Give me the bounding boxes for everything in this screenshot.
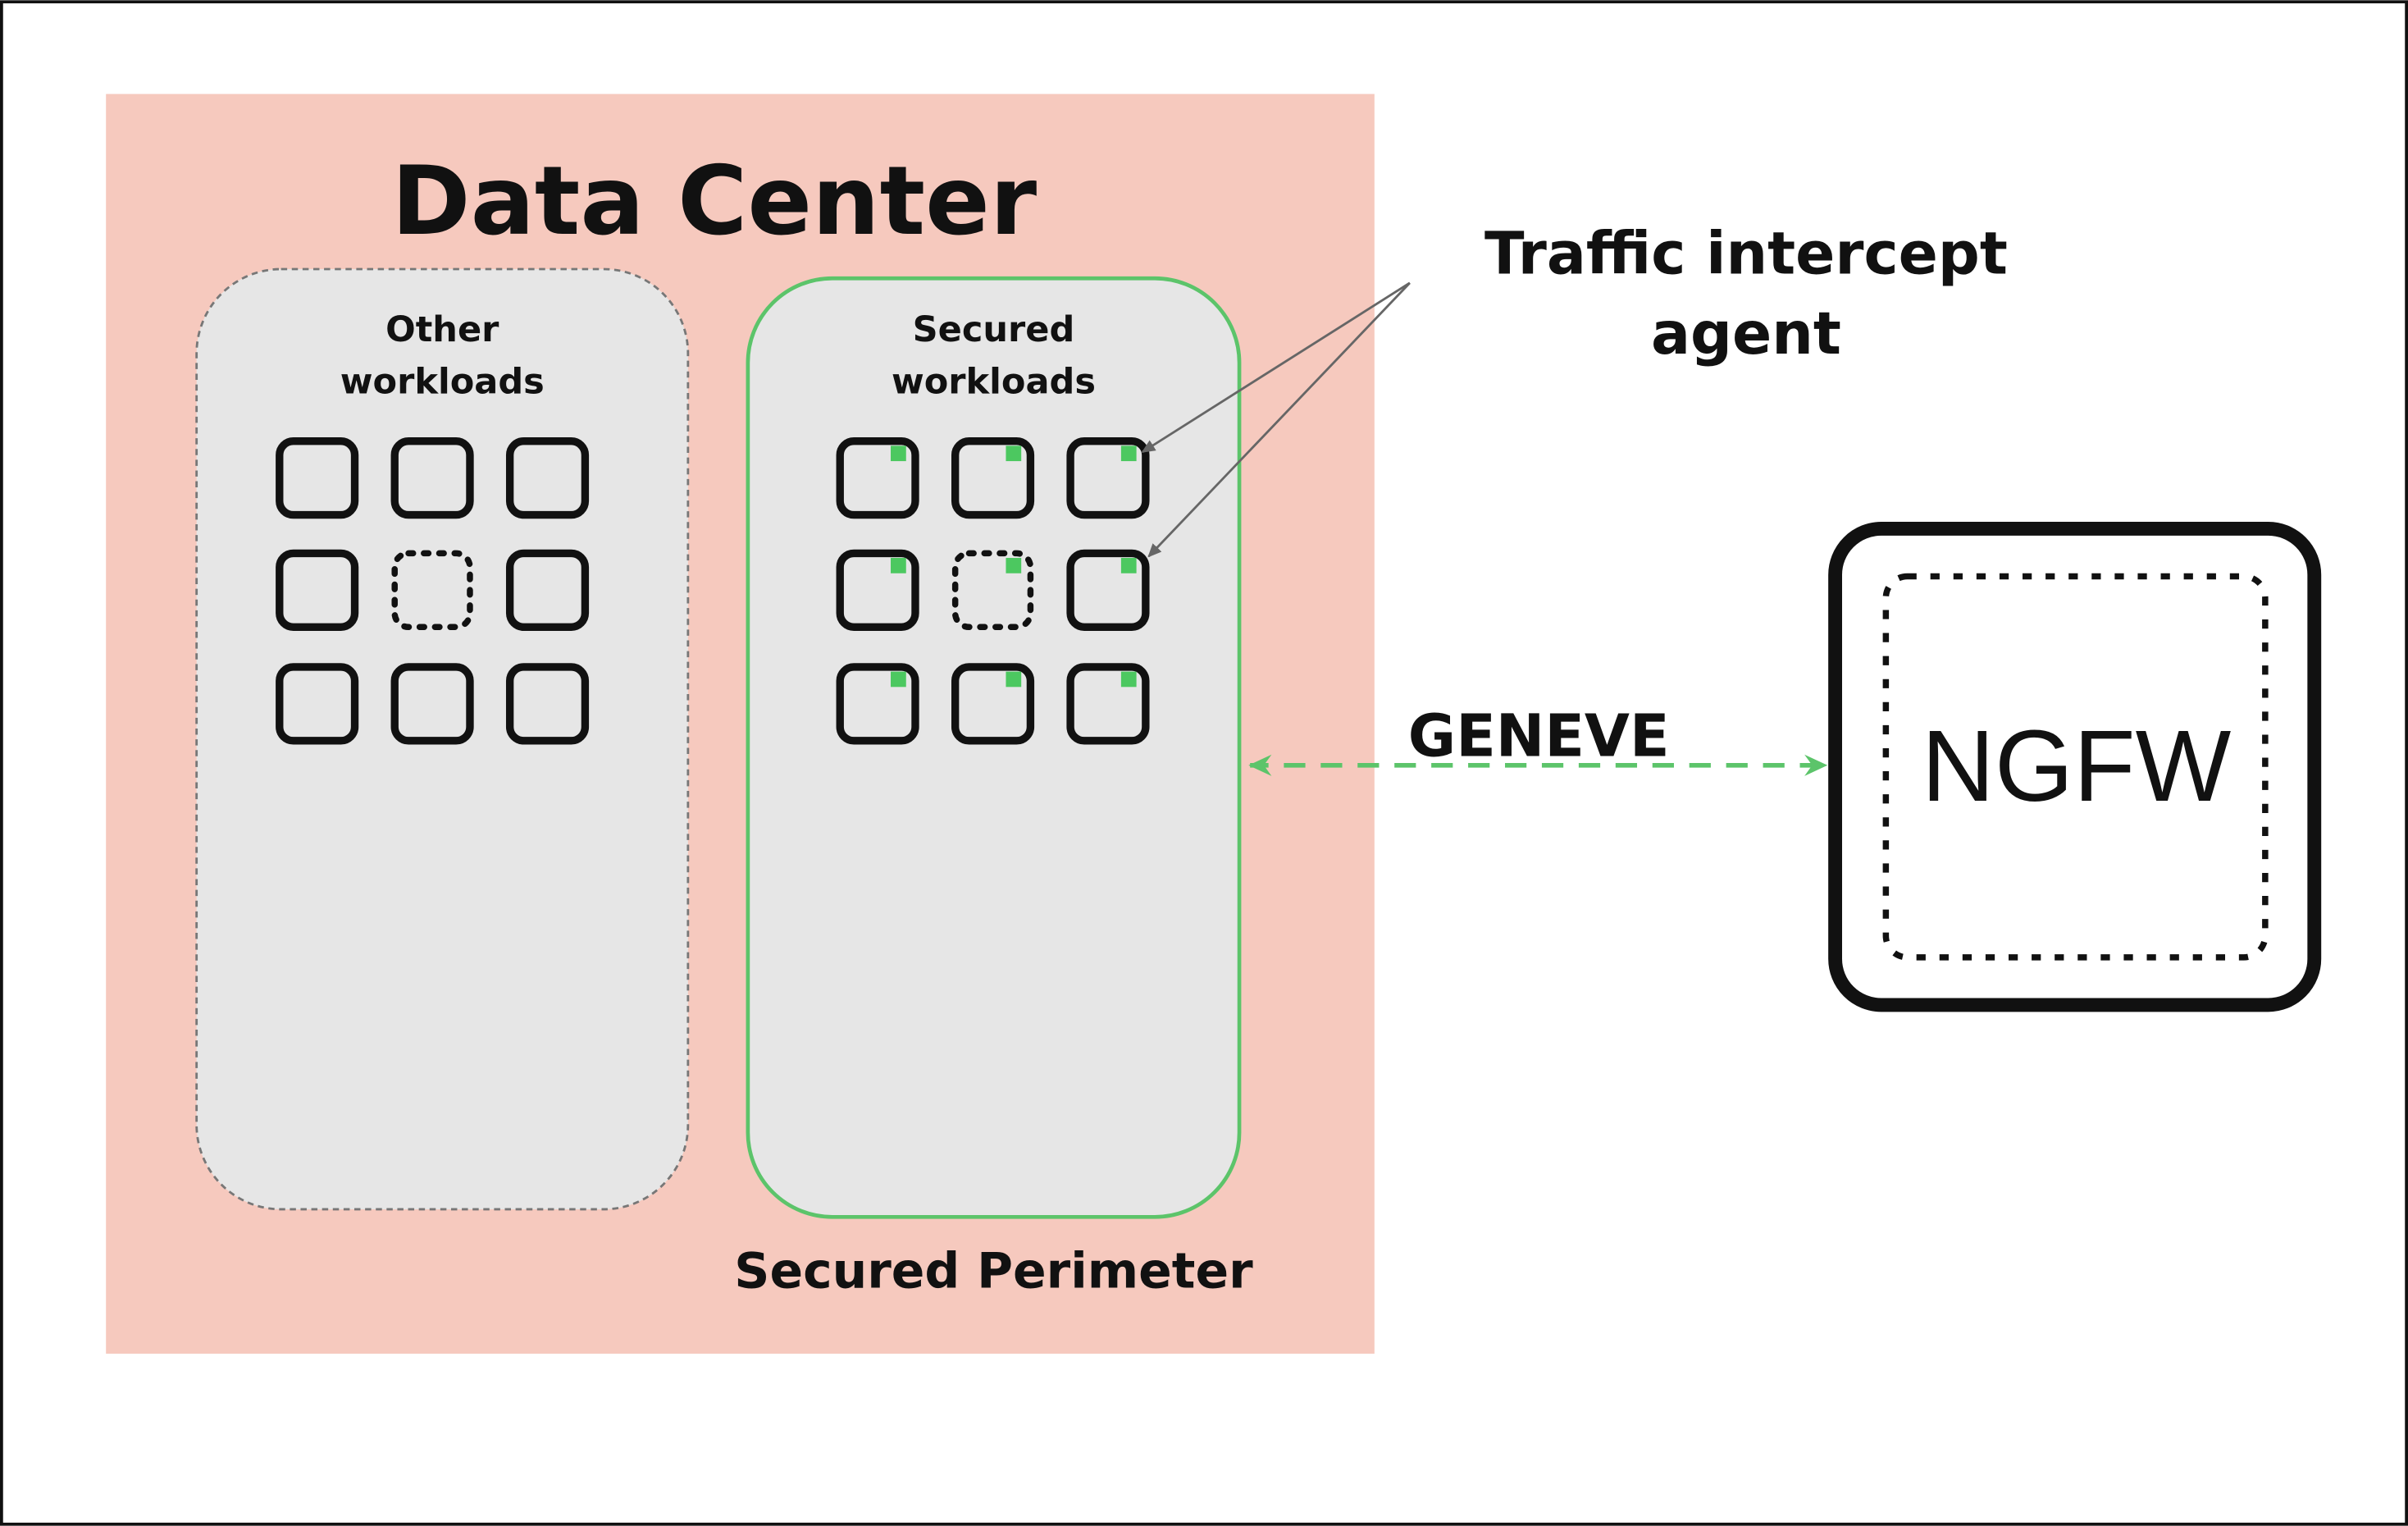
- workload: [505, 437, 590, 519]
- secured-workloads-label-line2: workloads: [892, 362, 1096, 403]
- agent-marker: [891, 558, 906, 573]
- workload: [951, 437, 1035, 519]
- secured-workloads-grid: [836, 437, 1150, 745]
- workload-inactive: [391, 550, 473, 631]
- workload: [505, 549, 590, 631]
- workload: [505, 663, 590, 745]
- secured-workloads-label-line1: Secured: [913, 309, 1075, 350]
- workload: [276, 437, 359, 519]
- other-workloads-label-line1: Other: [385, 309, 499, 350]
- workload: [1066, 549, 1150, 631]
- workload: [836, 437, 919, 519]
- agent-marker: [891, 671, 906, 688]
- workload: [951, 663, 1035, 745]
- agent-pointer-arrow-middle: [1147, 281, 1411, 558]
- ngfw-inner-dashed: [1882, 573, 2269, 961]
- agent-marker: [1120, 671, 1137, 688]
- ngfw-box: [1828, 522, 2322, 1012]
- workload: [276, 549, 359, 631]
- other-workloads-grid: [276, 437, 590, 745]
- agent-marker: [1120, 445, 1137, 462]
- workload: [1066, 437, 1150, 519]
- agent-label-line1: Traffic intercept: [1484, 220, 2008, 288]
- workload: [836, 549, 919, 631]
- agent-marker: [1006, 558, 1022, 573]
- agent-marker: [1006, 445, 1022, 462]
- ngfw-label: NGFW: [1922, 710, 2232, 823]
- secured-perimeter-label: Secured Perimeter: [734, 1242, 1253, 1300]
- agent-label-line2: agent: [1651, 299, 1841, 368]
- workload: [390, 663, 474, 745]
- workload: [1066, 663, 1150, 745]
- other-workloads-label-line2: workloads: [340, 362, 545, 403]
- secured-workloads-zone: [746, 276, 1242, 1219]
- agent-marker: [891, 445, 906, 462]
- workload-inactive: [951, 550, 1034, 631]
- agent-pointer-arrow-top: [1141, 281, 1411, 454]
- geneve-label: GENEVE: [1408, 702, 1670, 770]
- workload: [836, 663, 919, 745]
- agent-marker: [1006, 671, 1022, 688]
- workload: [390, 437, 474, 519]
- data-center-title: Data Center: [391, 146, 1037, 257]
- agent-marker: [1120, 558, 1137, 573]
- workload: [276, 663, 359, 745]
